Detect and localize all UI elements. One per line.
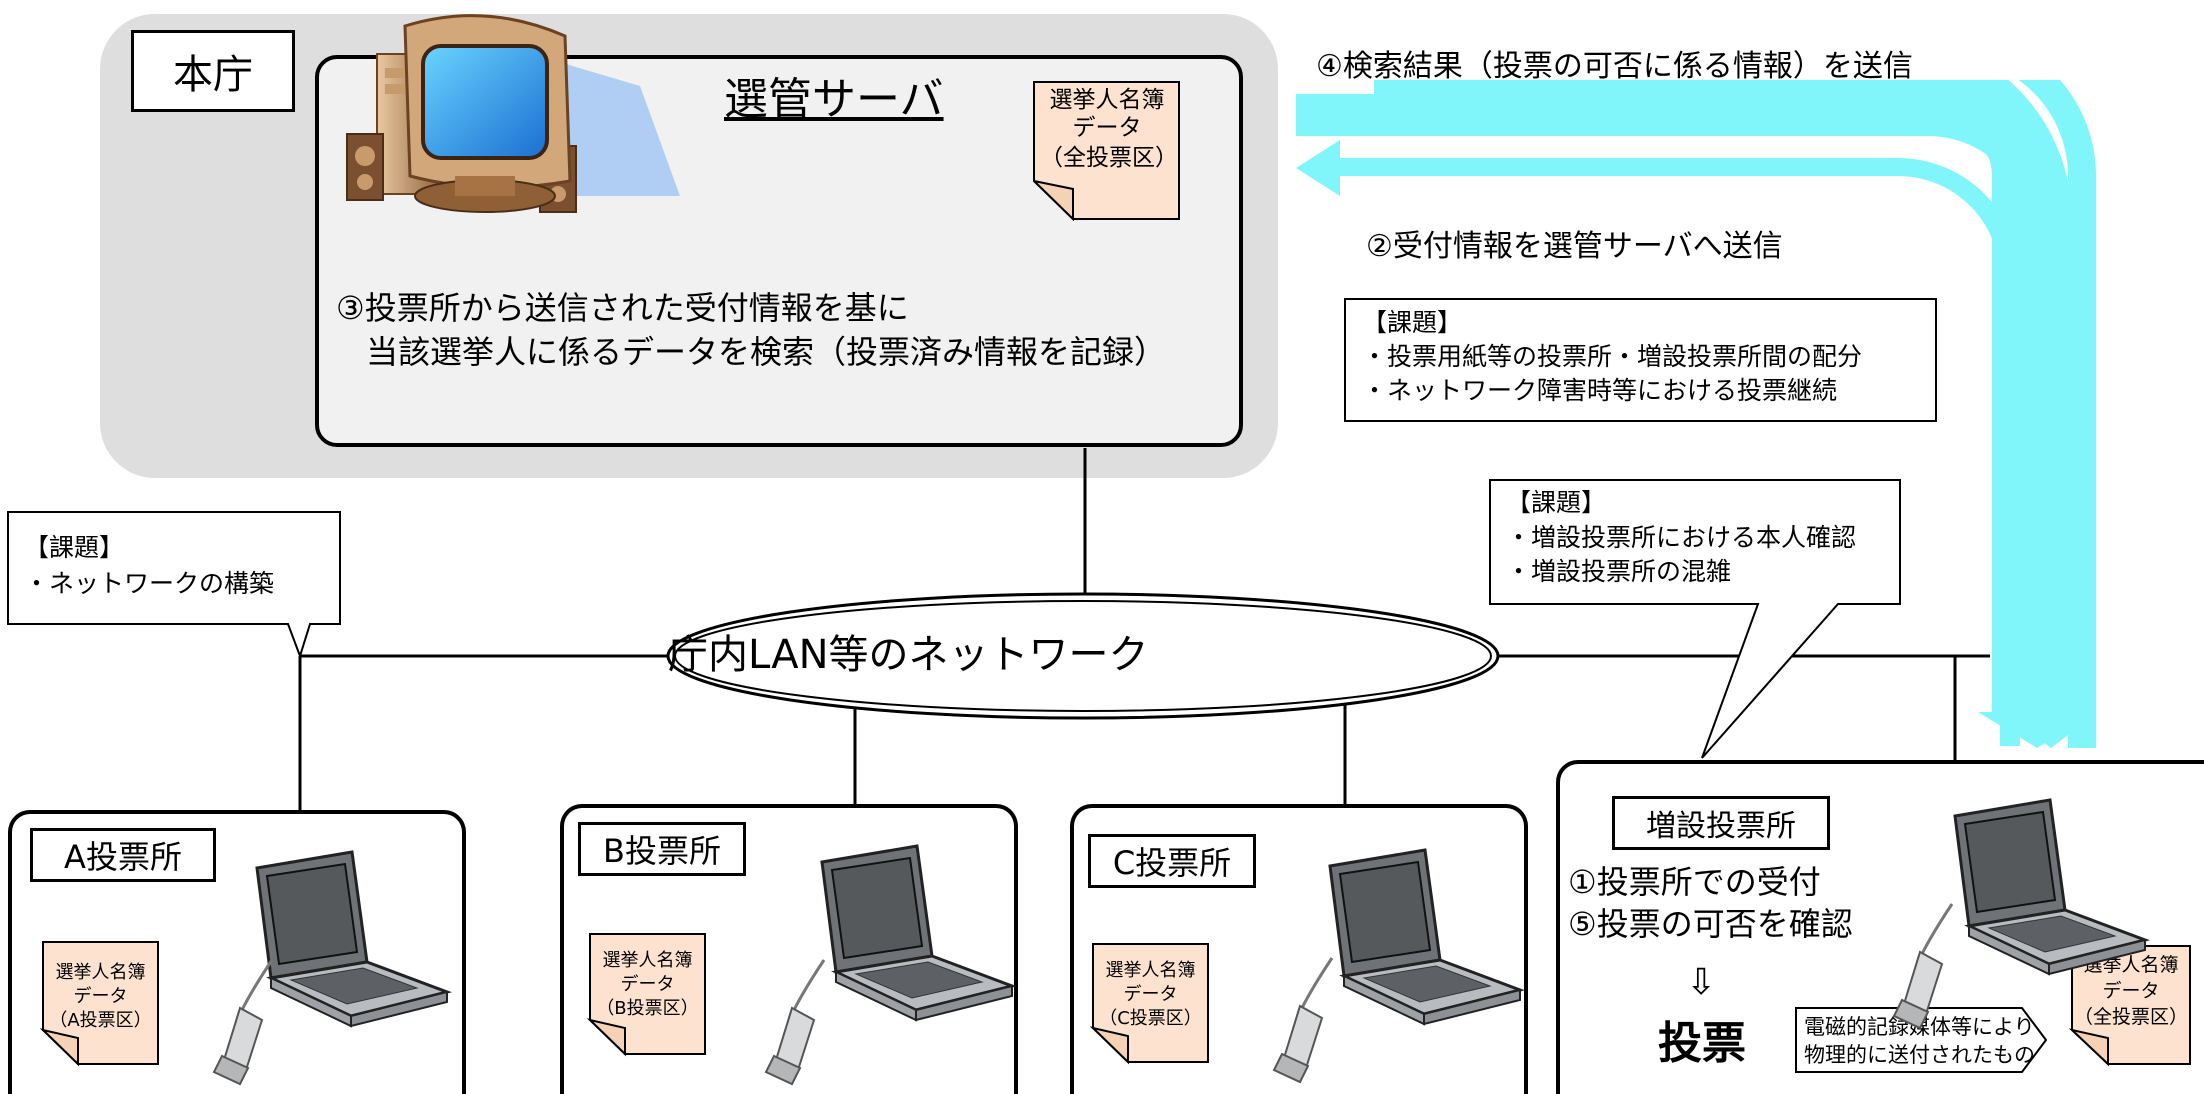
issue-network-title: 【課題】: [24, 533, 125, 562]
extra-step1: ①投票所での受付: [1568, 863, 1821, 901]
result-arrow-label: ④検索結果（投票の可否に係る情報）を送信: [1316, 49, 1913, 84]
head-office-register-line3: （全投票区）: [1040, 145, 1178, 171]
issue-network-item: ・ネットワークの構築: [24, 568, 275, 598]
server-computer-icon: [346, 14, 680, 213]
head-office-register-line2: データ: [1072, 115, 1142, 141]
issue-extra-station: 【課題】 ・増設投票所における本人確認 ・増設投票所の混雑: [1506, 486, 1856, 590]
station-a-register-line2: データ: [73, 986, 128, 1007]
extra-step5: ⑤投票の可否を確認: [1568, 905, 1853, 943]
network-label: 庁内LAN等のネットワーク: [668, 632, 1149, 678]
head-office-register-line1: 選挙人名簿: [1049, 87, 1165, 113]
issue-distribution: 【課題】 ・投票用紙等の投票所・増設投票所間の配分 ・ネットワーク障害時等におけ…: [1344, 298, 1937, 422]
extra-register-line1: 選挙人名簿: [2083, 954, 2179, 976]
station-a-label-text: A投票所: [64, 838, 182, 876]
issue-distribution-title: 【課題】: [1362, 308, 1463, 337]
station-b-label: B投票所: [578, 822, 746, 876]
down-arrow-icon: ⇩: [1686, 962, 1717, 1003]
reception-arrow-label: ②受付情報を選管サーバへ送信: [1366, 229, 1783, 264]
station-b-register-line2: データ: [620, 974, 675, 995]
head-office-label-text: 本庁: [173, 52, 253, 98]
station-c-register-line1: 選挙人名簿: [1105, 960, 1196, 981]
reception-arrow-mask: [1296, 185, 1856, 221]
station-c-register-line3: （C投票区）: [1099, 1008, 1202, 1029]
extra-register-line3: （全投票区）: [2073, 1006, 2188, 1028]
media-line1: 電磁的記録媒体等により: [1804, 1015, 2035, 1039]
result-arrow-shape: [1296, 94, 2096, 748]
register-document-icon: [1033, 81, 1180, 221]
issue-extra-station-item: ・増設投票所における本人確認: [1506, 522, 1857, 552]
station-c-label-text: C投票所: [1112, 844, 1232, 882]
station-extra-label-text: 増設投票所: [1646, 809, 1796, 844]
server-note-line2: 当該選挙人に係るデータを検索（投票済み情報を記録）: [366, 333, 1167, 371]
station-a-register-line3: （A投票区）: [49, 1010, 152, 1031]
issue-network: 【課題】 ・ネットワークの構築: [24, 530, 274, 601]
extra-register-line2: データ: [2102, 980, 2160, 1002]
station-a-register-line1: 選挙人名簿: [55, 962, 146, 983]
station-b-label-text: B投票所: [603, 832, 721, 870]
station-c-label: C投票所: [1088, 834, 1256, 888]
station-a-label: A投票所: [30, 828, 216, 882]
station-c-register-line2: データ: [1123, 984, 1178, 1005]
station-b-register-line3: （B投票区）: [596, 998, 699, 1019]
server-note-line1: ③投票所から送信された受付情報を基に: [336, 289, 909, 327]
station-b-register-line1: 選挙人名簿: [602, 950, 693, 971]
head-office-label: 本庁: [131, 30, 295, 112]
server-title: 選管サーバ: [724, 74, 944, 125]
station-extra-label: 増設投票所: [1612, 796, 1830, 850]
issue-distribution-item: ・ネットワーク障害時等における投票継続: [1362, 375, 1838, 405]
issue-extra-station-title: 【課題】: [1506, 488, 1607, 517]
media-line2: 物理的に送付されたもの: [1804, 1043, 2035, 1067]
issue-distribution-item: ・投票用紙等の投票所・増設投票所間の配分: [1362, 341, 1863, 371]
issue-extra-station-item: ・増設投票所の混雑: [1506, 557, 1732, 586]
vote-label: 投票: [1658, 1018, 1746, 1069]
